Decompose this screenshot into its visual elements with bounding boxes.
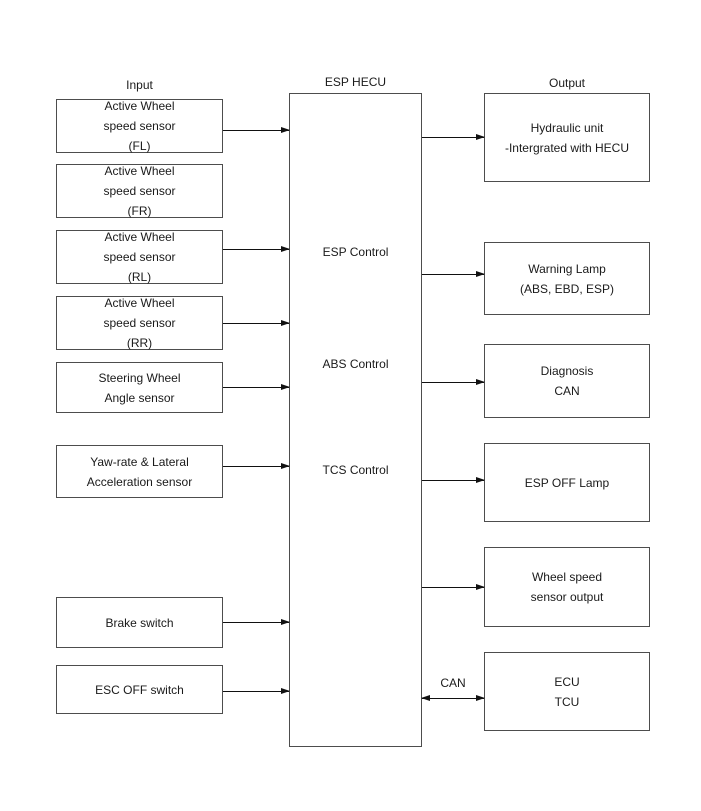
box-line: Diagnosis bbox=[540, 364, 594, 378]
box-line: Active Wheel bbox=[104, 296, 175, 310]
box-line: Acceleration sensor bbox=[86, 474, 193, 489]
arrow-brake-switch-to-hecu bbox=[223, 619, 290, 625]
arrow-hecu-to-hydraulic-unit bbox=[422, 134, 485, 140]
box-line: Brake switch bbox=[105, 615, 174, 630]
box-line: Active Wheel bbox=[104, 164, 175, 178]
box-line: speed sensor bbox=[103, 250, 176, 264]
box-line: (FL) bbox=[128, 139, 151, 153]
box-line: sensor output bbox=[530, 590, 604, 604]
can-bus-label: CAN bbox=[440, 676, 466, 690]
box-line: (ABS, EBD, ESP) bbox=[519, 281, 615, 296]
box-line: speed sensor bbox=[103, 316, 176, 330]
box-line: Hydraulic unit bbox=[530, 120, 604, 135]
input-box-wheel-speed-sensor-rr: Active Wheel speed sensor (RR) bbox=[56, 296, 223, 350]
box-line: ESP OFF Lamp bbox=[524, 475, 610, 490]
input-box-wheel-speed-sensor-fr: Active Wheel speed sensor (FR) bbox=[56, 164, 223, 218]
box-line: Wheel speed bbox=[531, 570, 603, 584]
box-line: Active Wheel bbox=[104, 99, 175, 113]
box-line: Angle sensor bbox=[104, 390, 175, 405]
box-line: Warning Lamp bbox=[528, 261, 606, 276]
box-line: ECU bbox=[554, 674, 580, 689]
arrow-rl-to-hecu bbox=[223, 246, 290, 252]
output-box-esp-off-lamp: ESP OFF Lamp bbox=[484, 443, 650, 522]
arrow-hecu-to-warning-lamp bbox=[422, 271, 485, 277]
arrow-steering-to-hecu bbox=[223, 384, 290, 390]
box-line: CAN bbox=[554, 384, 580, 398]
esp-hecu-header: ESP HECU bbox=[324, 75, 387, 89]
arrow-hecu-to-wheel-speed-output bbox=[422, 584, 485, 590]
input-box-esc-off-switch: ESC OFF switch bbox=[56, 665, 223, 714]
box-line: Active Wheel bbox=[104, 230, 175, 244]
input-box-steering-angle-sensor: Steering Wheel Angle sensor bbox=[56, 362, 223, 413]
output-column-header: Output bbox=[548, 76, 586, 90]
output-box-wheel-speed-output: Wheel speed sensor output bbox=[484, 547, 650, 627]
box-line: ESC OFF switch bbox=[95, 682, 184, 697]
output-box-hydraulic-unit: Hydraulic unit -Intergrated with HECU bbox=[484, 93, 650, 182]
box-line: speed sensor bbox=[103, 184, 176, 198]
input-box-brake-switch: Brake switch bbox=[56, 597, 223, 648]
hecu-label-tcs-control: TCS Control bbox=[322, 463, 389, 477]
output-box-ecu-tcu: ECU TCU bbox=[484, 652, 650, 731]
box-line: -Intergrated with HECU bbox=[504, 140, 630, 155]
box-line: (RL) bbox=[127, 270, 152, 284]
arrow-rr-to-hecu bbox=[223, 320, 290, 326]
output-box-diagnosis-can: Diagnosis CAN bbox=[484, 344, 650, 418]
arrow-yaw-rate-to-hecu bbox=[223, 463, 290, 469]
hecu-label-esp-control: ESP Control bbox=[322, 245, 389, 259]
esp-hecu-box: ESP Control ABS Control TCS Control bbox=[289, 93, 422, 747]
arrow-fl-to-hecu bbox=[223, 127, 290, 133]
hecu-label-abs-control: ABS Control bbox=[322, 357, 389, 371]
input-box-yaw-rate-sensor: Yaw-rate & Lateral Acceleration sensor bbox=[56, 445, 223, 498]
input-box-wheel-speed-sensor-rl: Active Wheel speed sensor (RL) bbox=[56, 230, 223, 284]
arrow-hecu-to-diagnosis bbox=[422, 379, 485, 385]
input-column-header: Input bbox=[126, 78, 153, 92]
output-box-warning-lamp: Warning Lamp (ABS, EBD, ESP) bbox=[484, 242, 650, 315]
box-line: (FR) bbox=[127, 204, 152, 218]
box-line: (RR) bbox=[126, 336, 153, 350]
box-line: Steering Wheel bbox=[98, 370, 181, 385]
arrow-can-bus-bidirectional bbox=[421, 695, 485, 701]
box-line: TCU bbox=[554, 694, 580, 709]
input-box-wheel-speed-sensor-fl: Active Wheel speed sensor (FL) bbox=[56, 99, 223, 153]
box-line: speed sensor bbox=[103, 119, 176, 133]
box-line: Yaw-rate & Lateral bbox=[90, 454, 189, 469]
arrow-esc-off-switch-to-hecu bbox=[223, 688, 290, 694]
arrow-hecu-to-esp-off-lamp bbox=[422, 477, 485, 483]
